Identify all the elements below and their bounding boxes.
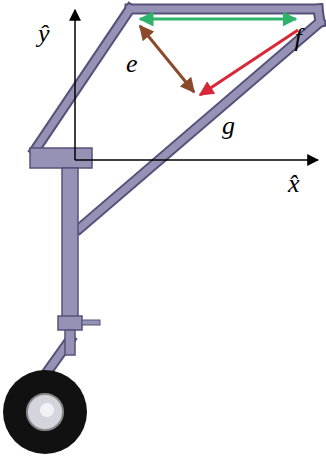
y-axis [74,10,76,160]
vector-label: f⃗ [295,24,322,53]
vector-label: g⃗ [222,112,255,141]
frame-members [35,9,320,375]
mount-block [30,148,92,168]
hub-cap [40,403,54,417]
frame-outline [35,9,320,375]
strut-collar [58,316,82,330]
oleo-strut [62,168,78,318]
vector-label: e⃗ [126,50,158,79]
axis-label: x̂ [288,170,300,199]
vector-f [140,18,296,21]
vector-g [200,30,298,95]
axis-label: ŷ [38,20,50,49]
strut-pin [82,320,100,325]
wheel-tyre [3,370,87,454]
wheel-hub [27,394,63,430]
lower-strut [65,330,75,355]
x-axis [75,159,318,161]
